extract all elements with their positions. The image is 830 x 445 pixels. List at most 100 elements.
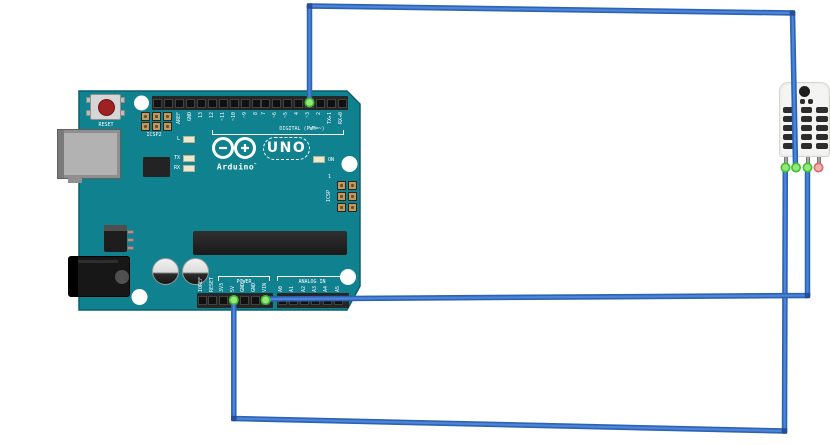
pin-power-RESET[interactable] — [208, 296, 218, 305]
brand-word: Arduino — [216, 162, 255, 172]
mounting-hole — [341, 156, 358, 172]
usb-connector-face — [61, 133, 117, 175]
pin-power-IOREF[interactable] — [197, 296, 207, 305]
led-l-label: L — [176, 136, 180, 142]
analog-bracket-tick — [277, 276, 278, 281]
sensor-vent-slot — [816, 125, 828, 131]
arduino-logo-icon — [212, 137, 256, 159]
reset-label: RESET — [98, 122, 114, 128]
digital-bracket-tick — [212, 130, 213, 135]
icsp-pin[interactable] — [336, 191, 346, 201]
regulator-leg — [127, 238, 134, 242]
pin-digital_left-~9[interactable] — [241, 98, 250, 108]
icsp-pin[interactable] — [348, 202, 357, 212]
arduino-brand-text: Arduino™ — [212, 162, 262, 171]
led-tx-label: TX — [173, 155, 180, 161]
pin-digital_left-~10[interactable] — [230, 98, 239, 108]
icsp2-pin[interactable] — [141, 122, 150, 131]
pin-digital_right-TX▸1[interactable] — [326, 98, 336, 108]
usb-connector-tab — [68, 178, 82, 183]
regulator-leg — [127, 246, 134, 250]
power-bracket-tick — [218, 276, 219, 281]
pin-digital_left-GND[interactable] — [186, 98, 195, 108]
sensor-vent-slot — [783, 107, 797, 113]
capacitor — [181, 257, 209, 285]
pin-digital_right-~6[interactable] — [271, 98, 281, 108]
connection-dot-green — [228, 294, 239, 305]
connection-dot-green — [260, 294, 271, 305]
analog-caption: ANALOG IN — [298, 279, 326, 285]
icsp2-pin[interactable] — [163, 112, 172, 121]
trademark-sign: ™ — [254, 162, 258, 167]
digital-bracket-tick — [343, 130, 344, 135]
icsp2-pin[interactable] — [141, 112, 150, 121]
mounting-hole — [340, 269, 356, 285]
mounting-hole — [134, 95, 149, 111]
wire-bendpoint[interactable] — [789, 10, 796, 16]
icsp-pin[interactable] — [336, 202, 346, 212]
pin-power-GND[interactable] — [239, 296, 249, 305]
usb-interface-chip — [143, 157, 170, 177]
power-jack — [68, 256, 130, 297]
sensor-vent-slot — [816, 143, 828, 149]
sensor-hole — [798, 86, 810, 97]
usb-connector — [57, 129, 121, 179]
icsp2-pin[interactable] — [163, 122, 172, 131]
icsp2-pin[interactable] — [152, 122, 161, 131]
led-on — [313, 156, 325, 163]
led-l — [183, 136, 195, 143]
uno-model-badge: UNO — [263, 137, 310, 160]
pin-digital_right-~5[interactable] — [282, 98, 292, 108]
icsp-pin1-label: 1 — [328, 174, 332, 180]
power-jack-highlight — [78, 260, 118, 263]
sensor-vent-slot — [816, 107, 828, 113]
pin-digital_left-12[interactable] — [208, 98, 217, 108]
pin-power-GND[interactable] — [250, 296, 260, 305]
icsp-pin[interactable] — [336, 180, 346, 190]
reset-button-cap[interactable] — [97, 99, 115, 116]
power-caption: POWER — [236, 279, 252, 285]
capacitor — [151, 257, 179, 285]
pin-digital_left-n1[interactable] — [164, 98, 173, 108]
wire-bendpoint[interactable] — [306, 3, 313, 9]
power-bracket-tick — [269, 276, 270, 281]
connection-dot-green — [802, 162, 813, 173]
pin-digital_left-AREF[interactable] — [175, 98, 184, 108]
sensor-vent-slot — [816, 116, 828, 122]
pin-power-3V3[interactable] — [218, 296, 228, 305]
icsp-pin[interactable] — [348, 180, 357, 190]
sensor-vent-slot — [783, 125, 797, 131]
wire-bendpoint[interactable] — [231, 415, 237, 422]
pin-digital_right-RX◂0[interactable] — [337, 98, 347, 108]
sensor-vent-slot — [783, 134, 797, 140]
pin-digital_right-7[interactable] — [260, 98, 270, 108]
pin-digital_left-n0[interactable] — [153, 98, 162, 108]
icsp-pin[interactable] — [348, 191, 357, 201]
regulator-tab — [104, 225, 127, 231]
reset-button[interactable] — [90, 94, 121, 120]
usb-connector-edge — [58, 130, 64, 178]
pin-digital_right-4[interactable] — [293, 98, 303, 108]
led-rx-label: RX — [173, 165, 180, 171]
pin-digital_left-13[interactable] — [197, 98, 206, 108]
sensor-vent-slot — [801, 125, 812, 131]
digital-bracket-line — [212, 134, 344, 135]
sensor-vent-slot — [783, 143, 797, 149]
regulator-leg — [127, 230, 134, 234]
pin-digital_left-~11[interactable] — [219, 98, 228, 108]
wire-vin-to-sensor-leg3[interactable] — [262, 163, 811, 302]
power-bracket-line — [218, 276, 270, 277]
wire-bendpoint[interactable] — [781, 428, 788, 434]
sensor-vent-slot — [801, 116, 812, 122]
connection-dot-green — [780, 162, 791, 173]
arduino-uno-board[interactable] — [78, 90, 361, 311]
wire-digital3-to-sensor-leg2[interactable] — [306, 3, 799, 170]
power-jack-barrel — [115, 270, 129, 284]
wire-bendpoint[interactable] — [804, 292, 811, 299]
pin-digital_right-2[interactable] — [315, 98, 325, 108]
sensor-vent-slot — [801, 134, 812, 140]
atmega-chip — [193, 231, 347, 255]
icsp2-label: ICSP2 — [146, 132, 162, 138]
icsp2-pin[interactable] — [152, 112, 161, 121]
